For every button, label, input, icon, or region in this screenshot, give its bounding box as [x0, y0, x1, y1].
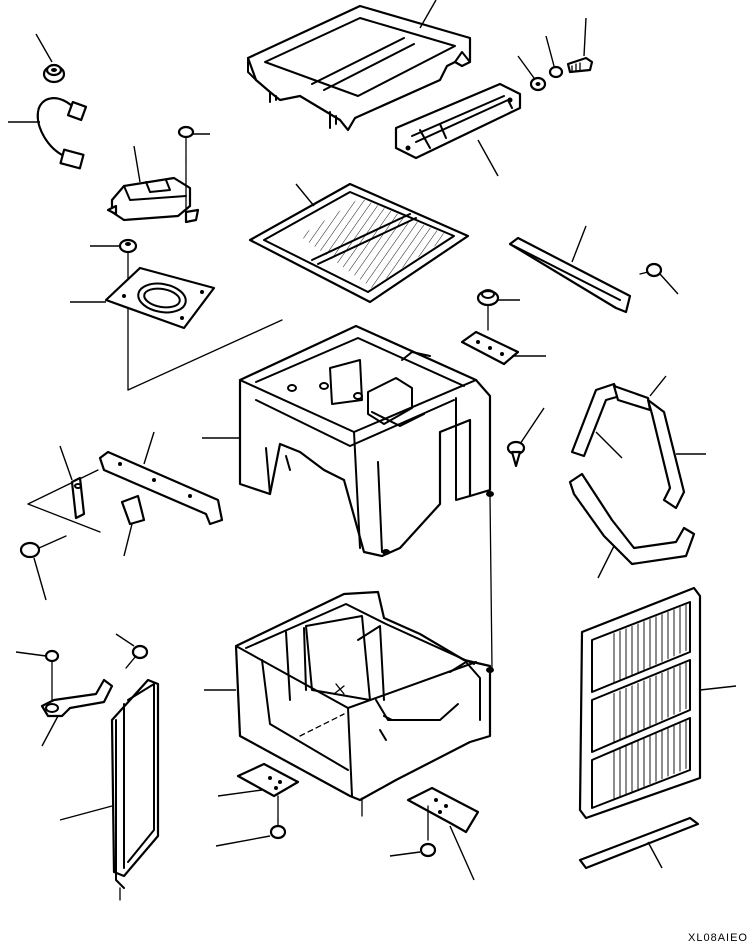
mount-plate-left [217, 762, 300, 821]
strap [646, 398, 706, 510]
long-strip [508, 225, 632, 314]
gasket-plate [70, 266, 216, 330]
screw-small [115, 633, 149, 669]
seal-strip [578, 816, 700, 870]
bolt-left [90, 238, 138, 391]
nut [517, 55, 547, 92]
clip-a [59, 445, 86, 520]
channel-bracket [394, 82, 522, 177]
stay-bracket [27, 431, 224, 533]
hose-bracket [40, 661, 114, 747]
outer-filter [578, 586, 737, 820]
upper-case [127, 319, 494, 669]
screw-top [177, 125, 210, 161]
bolt-mount-left [215, 819, 287, 847]
loop-bracket [570, 375, 667, 459]
mount-plate-right [406, 786, 480, 881]
nut-small [15, 649, 60, 663]
clip-screw [476, 289, 520, 331]
bolt-mount-right [389, 842, 437, 858]
drawing-code: XL08AIEO [688, 932, 748, 944]
bolt [566, 17, 594, 74]
sensor-module [106, 145, 200, 224]
washer [545, 35, 564, 79]
wiring-harness [8, 97, 88, 170]
top-frame-cover [246, 0, 472, 132]
clip-b [120, 494, 146, 557]
u-band [568, 472, 696, 579]
screw-strip [639, 262, 679, 295]
bolt-stay [19, 535, 67, 601]
upper-filter [248, 182, 470, 304]
grommet [35, 33, 66, 84]
lower-case [204, 590, 494, 817]
condenser-panel [59, 678, 160, 901]
screw-right [506, 407, 545, 468]
small-plate [460, 330, 546, 366]
